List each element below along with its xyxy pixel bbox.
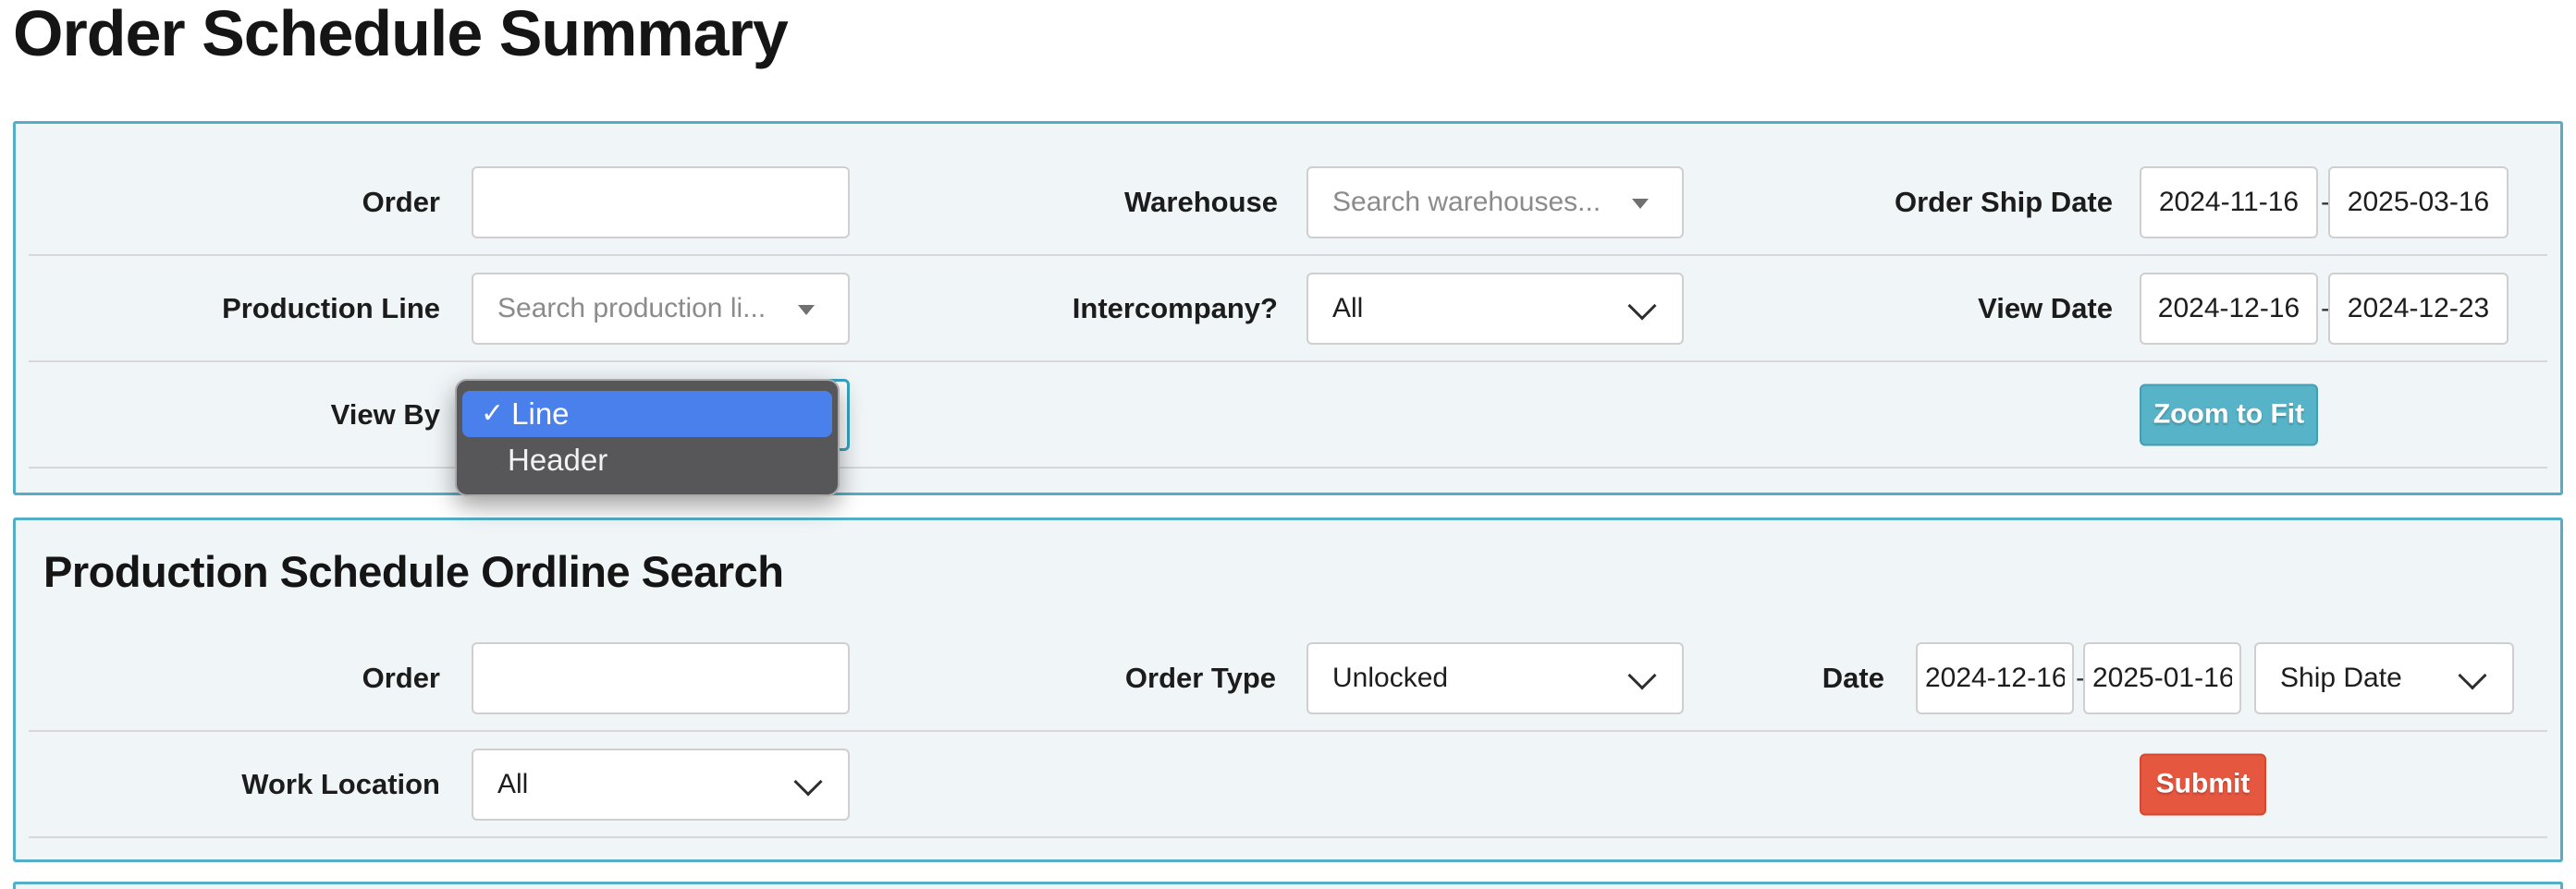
production-line-select[interactable]: Search production li... [472,272,850,345]
dropdown-option-label: Line [511,396,570,431]
chevron-down-icon [1627,660,1657,690]
filter-row-3: View By Line Zoom to Fit [29,362,2547,469]
order-label: Order [362,661,440,694]
dropdown-option-header[interactable]: Header [462,437,832,483]
date-mode-value: Ship Date [2280,662,2402,693]
warehouse-label: Warehouse [1124,185,1278,218]
filter-row-1: Order Warehouse Search warehouses... Ord… [29,150,2547,256]
order-label: Order [362,185,440,218]
warehouse-select[interactable]: Search warehouses... [1306,165,1684,238]
next-panel-top-edge [13,882,2563,889]
submit-button[interactable]: Submit [2140,753,2266,815]
order-input[interactable] [472,165,850,238]
date-range-separator: - [2076,662,2085,693]
order-ship-date-to-input[interactable] [2328,165,2509,238]
intercompany-label: Intercompany? [1072,291,1278,324]
order-type-value: Unlocked [1332,662,1449,693]
ordline-order-input[interactable] [472,641,850,714]
order-type-label: Order Type [1124,661,1276,694]
dropdown-option-label: Header [508,443,608,477]
dropdown-arrow-icon [798,304,815,315]
date-range-separator: - [2321,186,2330,217]
view-by-label: View By [330,397,440,431]
date-from-input[interactable] [1916,641,2074,714]
date-label: Date [1822,661,1884,694]
date-range-separator: - [2321,292,2330,323]
summary-filter-panel: Order Warehouse Search warehouses... Ord… [13,121,2563,495]
order-type-select[interactable]: Unlocked [1306,641,1684,714]
search-row-1: Order Order Type Unlocked Date - Ship Da… [29,626,2547,732]
section-title: Production Schedule Ordline Search [43,547,784,596]
filter-row-2: Production Line Search production li... … [29,256,2547,362]
order-ship-date-label: Order Ship Date [1895,185,2113,218]
checkmark-icon: ✓ [481,398,505,429]
date-mode-select[interactable]: Ship Date [2254,641,2514,714]
order-ship-date-from-input[interactable] [2140,165,2318,238]
production-line-placeholder: Search production li... [497,292,767,323]
intercompany-value: All [1332,292,1364,323]
page-title: Order Schedule Summary [13,0,789,69]
work-location-label: Work Location [241,767,440,800]
view-date-to-input[interactable] [2328,272,2509,345]
work-location-select[interactable]: All [472,748,850,821]
work-location-value: All [497,768,529,799]
dropdown-arrow-icon [1632,198,1649,209]
search-row-2: Work Location All Submit [29,732,2547,838]
zoom-to-fit-button[interactable]: Zoom to Fit [2140,384,2318,445]
chevron-down-icon [793,766,823,797]
dropdown-option-line[interactable]: ✓ Line [462,391,832,437]
date-to-input[interactable] [2083,641,2241,714]
ordline-search-panel: Production Schedule Ordline Search Order… [13,518,2563,862]
production-line-label: Production Line [222,291,440,324]
view-by-dropdown-menu: ✓ Line Header [455,379,840,496]
intercompany-select[interactable]: All [1306,272,1684,345]
chevron-down-icon [2458,660,2487,690]
warehouse-placeholder: Search warehouses... [1332,186,1601,217]
view-date-label: View Date [1978,291,2113,324]
view-date-from-input[interactable] [2140,272,2318,345]
chevron-down-icon [1627,290,1657,321]
